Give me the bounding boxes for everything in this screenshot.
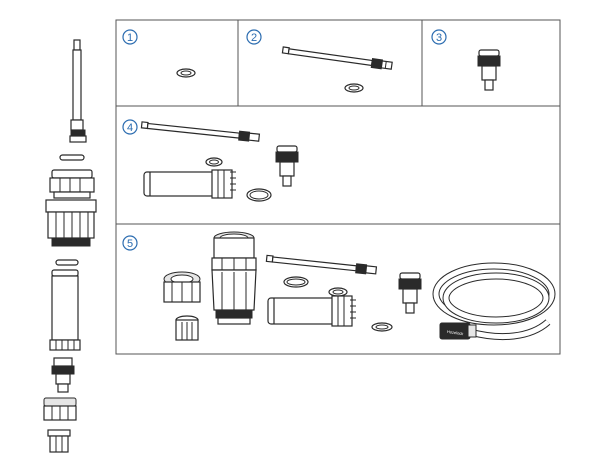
large-o-ring-part	[246, 188, 272, 202]
panel-number-badge: 1	[122, 29, 138, 45]
coiled-hose-part: Hozelock	[432, 262, 556, 341]
o-ring-part	[205, 157, 223, 167]
medium-o-ring	[55, 259, 79, 266]
piston-rod-part	[265, 254, 378, 275]
small-o-ring	[59, 154, 85, 161]
valve-part	[477, 49, 501, 91]
cylinder-part	[143, 169, 236, 199]
pump-housing	[45, 199, 97, 247]
piston-rod-part	[140, 121, 261, 142]
hose-nut	[43, 397, 77, 421]
panel-3: 3	[431, 29, 501, 91]
panel-number: 3	[436, 32, 442, 44]
hose-nut-part	[163, 271, 201, 303]
panel-number-badge: 4	[122, 119, 138, 135]
large-o-ring-part	[283, 276, 309, 288]
panel-number: 2	[251, 32, 257, 44]
o-ring-part	[371, 322, 393, 332]
pump-cylinder	[49, 269, 81, 351]
valve-part	[51, 357, 75, 393]
exploded-assembly	[43, 39, 97, 453]
panel-number-badge: 5	[122, 235, 138, 251]
wand-rod	[69, 39, 87, 143]
cylinder-part	[267, 295, 356, 327]
panel-number-badge: 3	[431, 29, 447, 45]
valve-part	[275, 145, 299, 187]
panel-5: 5	[122, 231, 556, 341]
panel-1: 1	[122, 29, 196, 78]
o-ring-part	[176, 68, 196, 78]
adapter-part	[175, 315, 199, 341]
hose-connector: Hozelock	[439, 322, 477, 340]
collar-head	[49, 169, 95, 199]
o-ring-part	[344, 83, 364, 93]
panel-number: 1	[127, 32, 133, 44]
panel-number: 5	[127, 238, 133, 250]
parts-frame	[115, 19, 561, 355]
panel-number-badge: 2	[246, 29, 262, 45]
bottom-adapter	[47, 429, 71, 453]
panel-4: 4	[122, 119, 299, 202]
panel-2: 2	[246, 29, 393, 93]
pump-housing-part	[211, 231, 257, 325]
valve-part	[398, 272, 422, 314]
panel-number: 4	[127, 122, 133, 134]
piston-rod-part	[281, 46, 393, 70]
hose-brand-label: Hozelock	[447, 329, 464, 336]
o-ring-part	[328, 287, 348, 297]
